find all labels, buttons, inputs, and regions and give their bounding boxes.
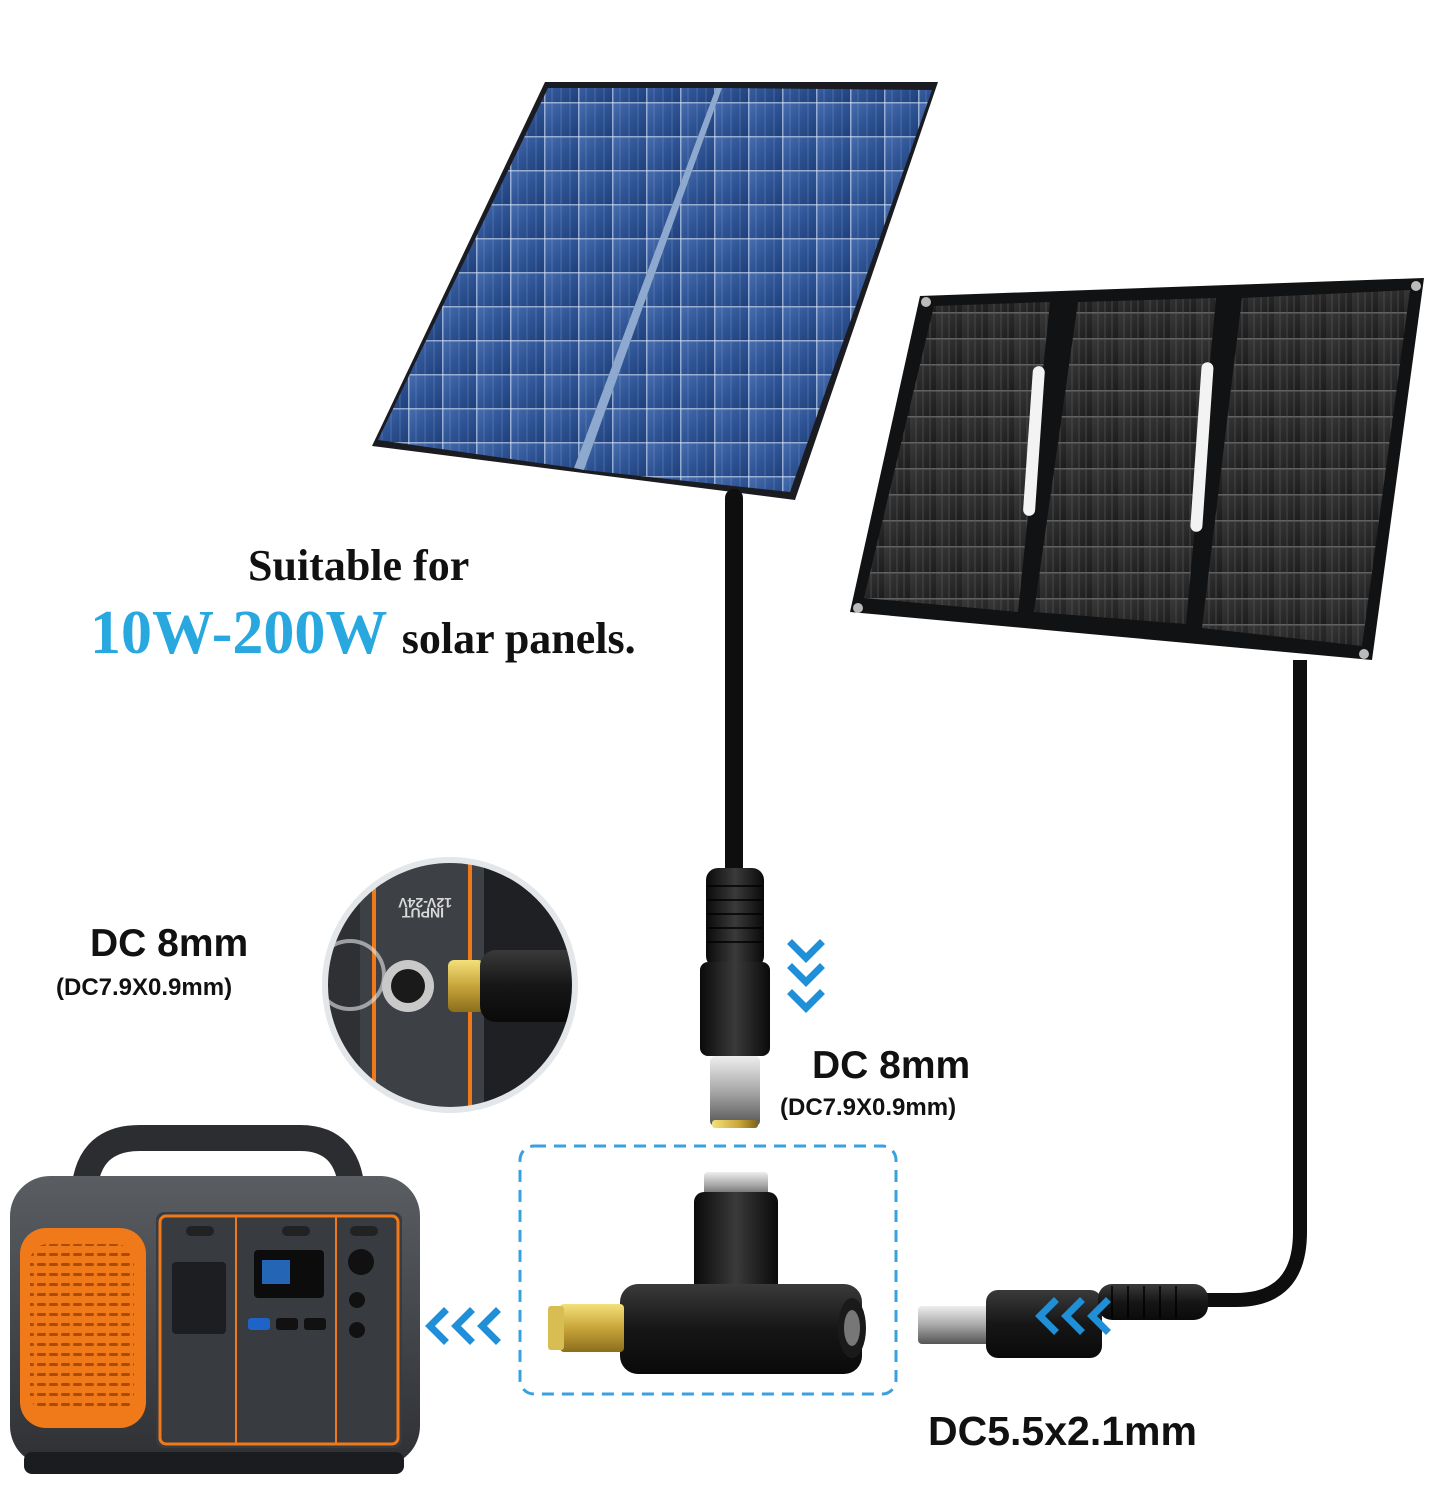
chevron-left-icon: [1035, 1297, 1111, 1335]
plug-label-main: DC 8mm: [812, 1044, 971, 1087]
adapter-highlight-box: [518, 1144, 898, 1396]
blue-solar-panel: [372, 82, 938, 500]
plug-label-sub: (DC7.9X0.9mm): [780, 1094, 957, 1121]
chevron-left-icon: [425, 1307, 501, 1345]
port-label-main: DC 8mm: [90, 922, 249, 965]
chevron-down-icon: [787, 939, 825, 1013]
headline-accent: 10W-200W: [90, 599, 387, 667]
black-solar-panel: [850, 278, 1424, 660]
headline-rest: solar panels.: [401, 614, 636, 663]
dc5521-plug: [918, 1284, 1208, 1358]
port-inset: INPUT 12V-24V: [322, 857, 578, 1113]
headline-line2: 10W-200W solar panels.: [90, 598, 636, 669]
headline-line1: Suitable for: [248, 541, 470, 590]
inset-port-line1: INPUT: [402, 905, 444, 921]
port-label-sub: (DC7.9X0.9mm): [56, 974, 233, 1001]
power-station: [10, 1125, 420, 1474]
t-adapter: [548, 1172, 866, 1374]
cable-small: [1200, 660, 1307, 1307]
inset-port-line2: 12V-24V: [398, 895, 452, 911]
small-plug-label: DC5.5x2.1mm: [928, 1408, 1197, 1454]
dc8mm-plug: [700, 868, 770, 1128]
